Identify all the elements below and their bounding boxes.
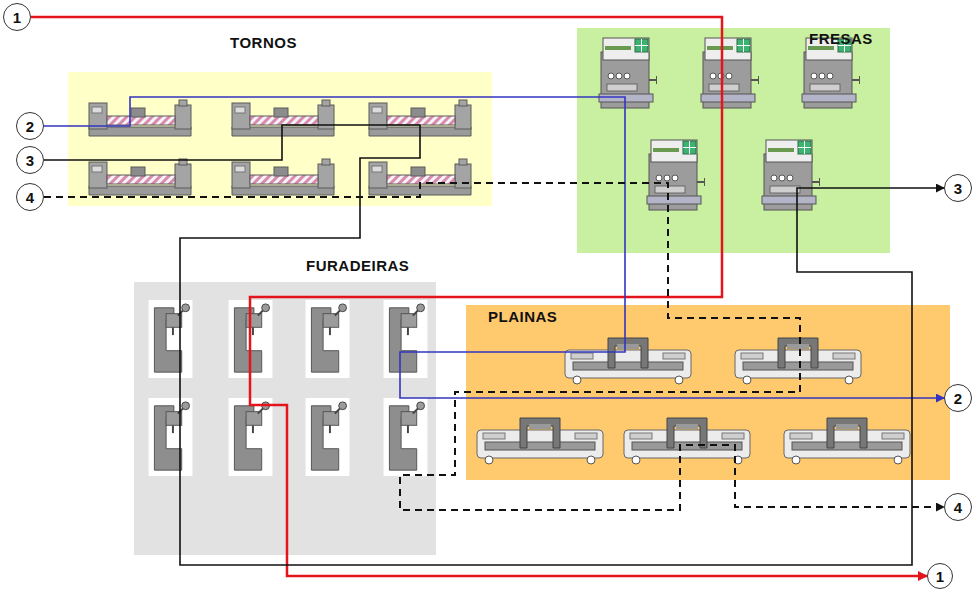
drill-machine xyxy=(229,398,273,476)
planer-machine xyxy=(784,418,910,464)
drill-machine xyxy=(149,300,193,378)
lathe-machine xyxy=(89,159,191,195)
area-heading: TORNOS xyxy=(230,34,297,51)
drill-machine xyxy=(149,398,193,476)
area-heading: FURADEIRAS xyxy=(306,257,409,274)
callout-number: 2 xyxy=(954,391,962,406)
flow-number-circle: 1 xyxy=(927,563,953,589)
mill-machine xyxy=(802,38,860,108)
flow-route xyxy=(44,97,944,398)
flow-number-circle: 3 xyxy=(944,174,972,202)
callout-number: 1 xyxy=(13,10,21,25)
planer-machine xyxy=(735,338,861,384)
callout-number: 3 xyxy=(26,153,34,168)
mill-machine xyxy=(647,140,705,210)
callout-number: 3 xyxy=(954,181,962,196)
drill-machine xyxy=(384,300,428,378)
heading-slot: TORNOS xyxy=(230,34,297,52)
flow-number-circle: 1 xyxy=(3,3,31,31)
flow-number-circle: 4 xyxy=(944,493,972,521)
planer-machine xyxy=(477,418,603,464)
connector-group xyxy=(31,17,944,576)
lathe-group xyxy=(89,100,471,195)
flow-number-circle: 2 xyxy=(944,384,972,412)
lathe-machine xyxy=(232,159,334,195)
lathe-machine xyxy=(89,100,191,136)
heading-slot: FURADEIRAS xyxy=(306,257,409,275)
flow-route xyxy=(44,125,944,565)
planer-machine xyxy=(624,418,750,464)
callout-number: 4 xyxy=(954,500,962,515)
planer-machine xyxy=(565,338,691,384)
drill-machine xyxy=(384,398,428,476)
drill-machine xyxy=(306,398,350,476)
area-heading: PLAINAS xyxy=(488,308,557,325)
flow-number-circle: 2 xyxy=(16,112,44,140)
callout-number: 1 xyxy=(936,569,944,584)
mill-machine xyxy=(701,38,759,108)
lathe-machine xyxy=(369,159,471,195)
flow-route xyxy=(31,17,927,576)
mill-group xyxy=(599,38,860,210)
heading-slot: FRESAS xyxy=(809,30,873,48)
flow-number-circle: 3 xyxy=(16,146,44,174)
callout-number: 2 xyxy=(26,119,34,134)
callout-number: 4 xyxy=(26,190,34,205)
planer-group xyxy=(477,338,910,464)
flow-number-circle: 4 xyxy=(16,183,44,211)
area-heading: FRESAS xyxy=(809,30,873,47)
mill-machine xyxy=(762,140,820,210)
flow-route xyxy=(44,183,944,510)
lathe-machine xyxy=(232,100,334,136)
heading-slot: PLAINAS xyxy=(488,308,557,326)
drill-machine xyxy=(306,300,350,378)
